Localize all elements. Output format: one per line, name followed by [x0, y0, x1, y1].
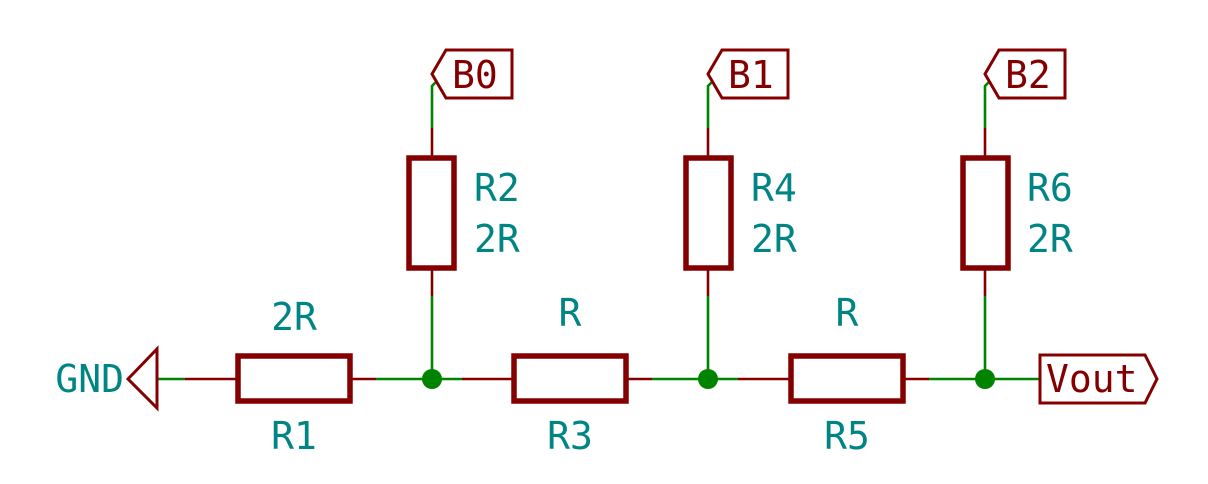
r6-value: 2R [1027, 217, 1073, 261]
r6-ref: R6 [1027, 166, 1073, 210]
r1-value: 2R [271, 295, 317, 339]
junction-node-2 [698, 369, 718, 389]
gnd-symbol[interactable] [125, 345, 159, 412]
r4-value: 2R [751, 217, 797, 261]
r3-value: R [559, 291, 582, 335]
port-b2[interactable] [983, 48, 1067, 100]
port-b1-label: B1 [728, 53, 774, 97]
port-vout[interactable] [1038, 353, 1159, 405]
resistor-r2-body[interactable] [406, 155, 457, 271]
r5-ref: R5 [824, 414, 870, 458]
resistor-r4-body[interactable] [683, 155, 734, 271]
junction-node-1 [422, 369, 442, 389]
gnd-label: GND [55, 357, 124, 401]
r3-ref: R3 [547, 414, 593, 458]
r2-ref: R2 [474, 166, 520, 210]
resistor-r1-body[interactable] [235, 353, 353, 404]
resistor-r3-body[interactable] [511, 353, 629, 404]
resistor-r5-body[interactable] [788, 353, 906, 404]
port-b0-label: B0 [452, 53, 498, 97]
port-b2-label: B2 [1005, 53, 1051, 97]
port-vout-label: Vout [1046, 357, 1138, 401]
resistor-r6-body[interactable] [960, 155, 1011, 271]
r5-value: R [836, 291, 859, 335]
port-b1[interactable] [706, 48, 790, 100]
r1-ref: R1 [271, 414, 317, 458]
r2-value: 2R [474, 217, 520, 261]
junction-node-3 [975, 369, 995, 389]
port-b0[interactable] [430, 48, 514, 100]
r4-ref: R4 [751, 166, 797, 210]
